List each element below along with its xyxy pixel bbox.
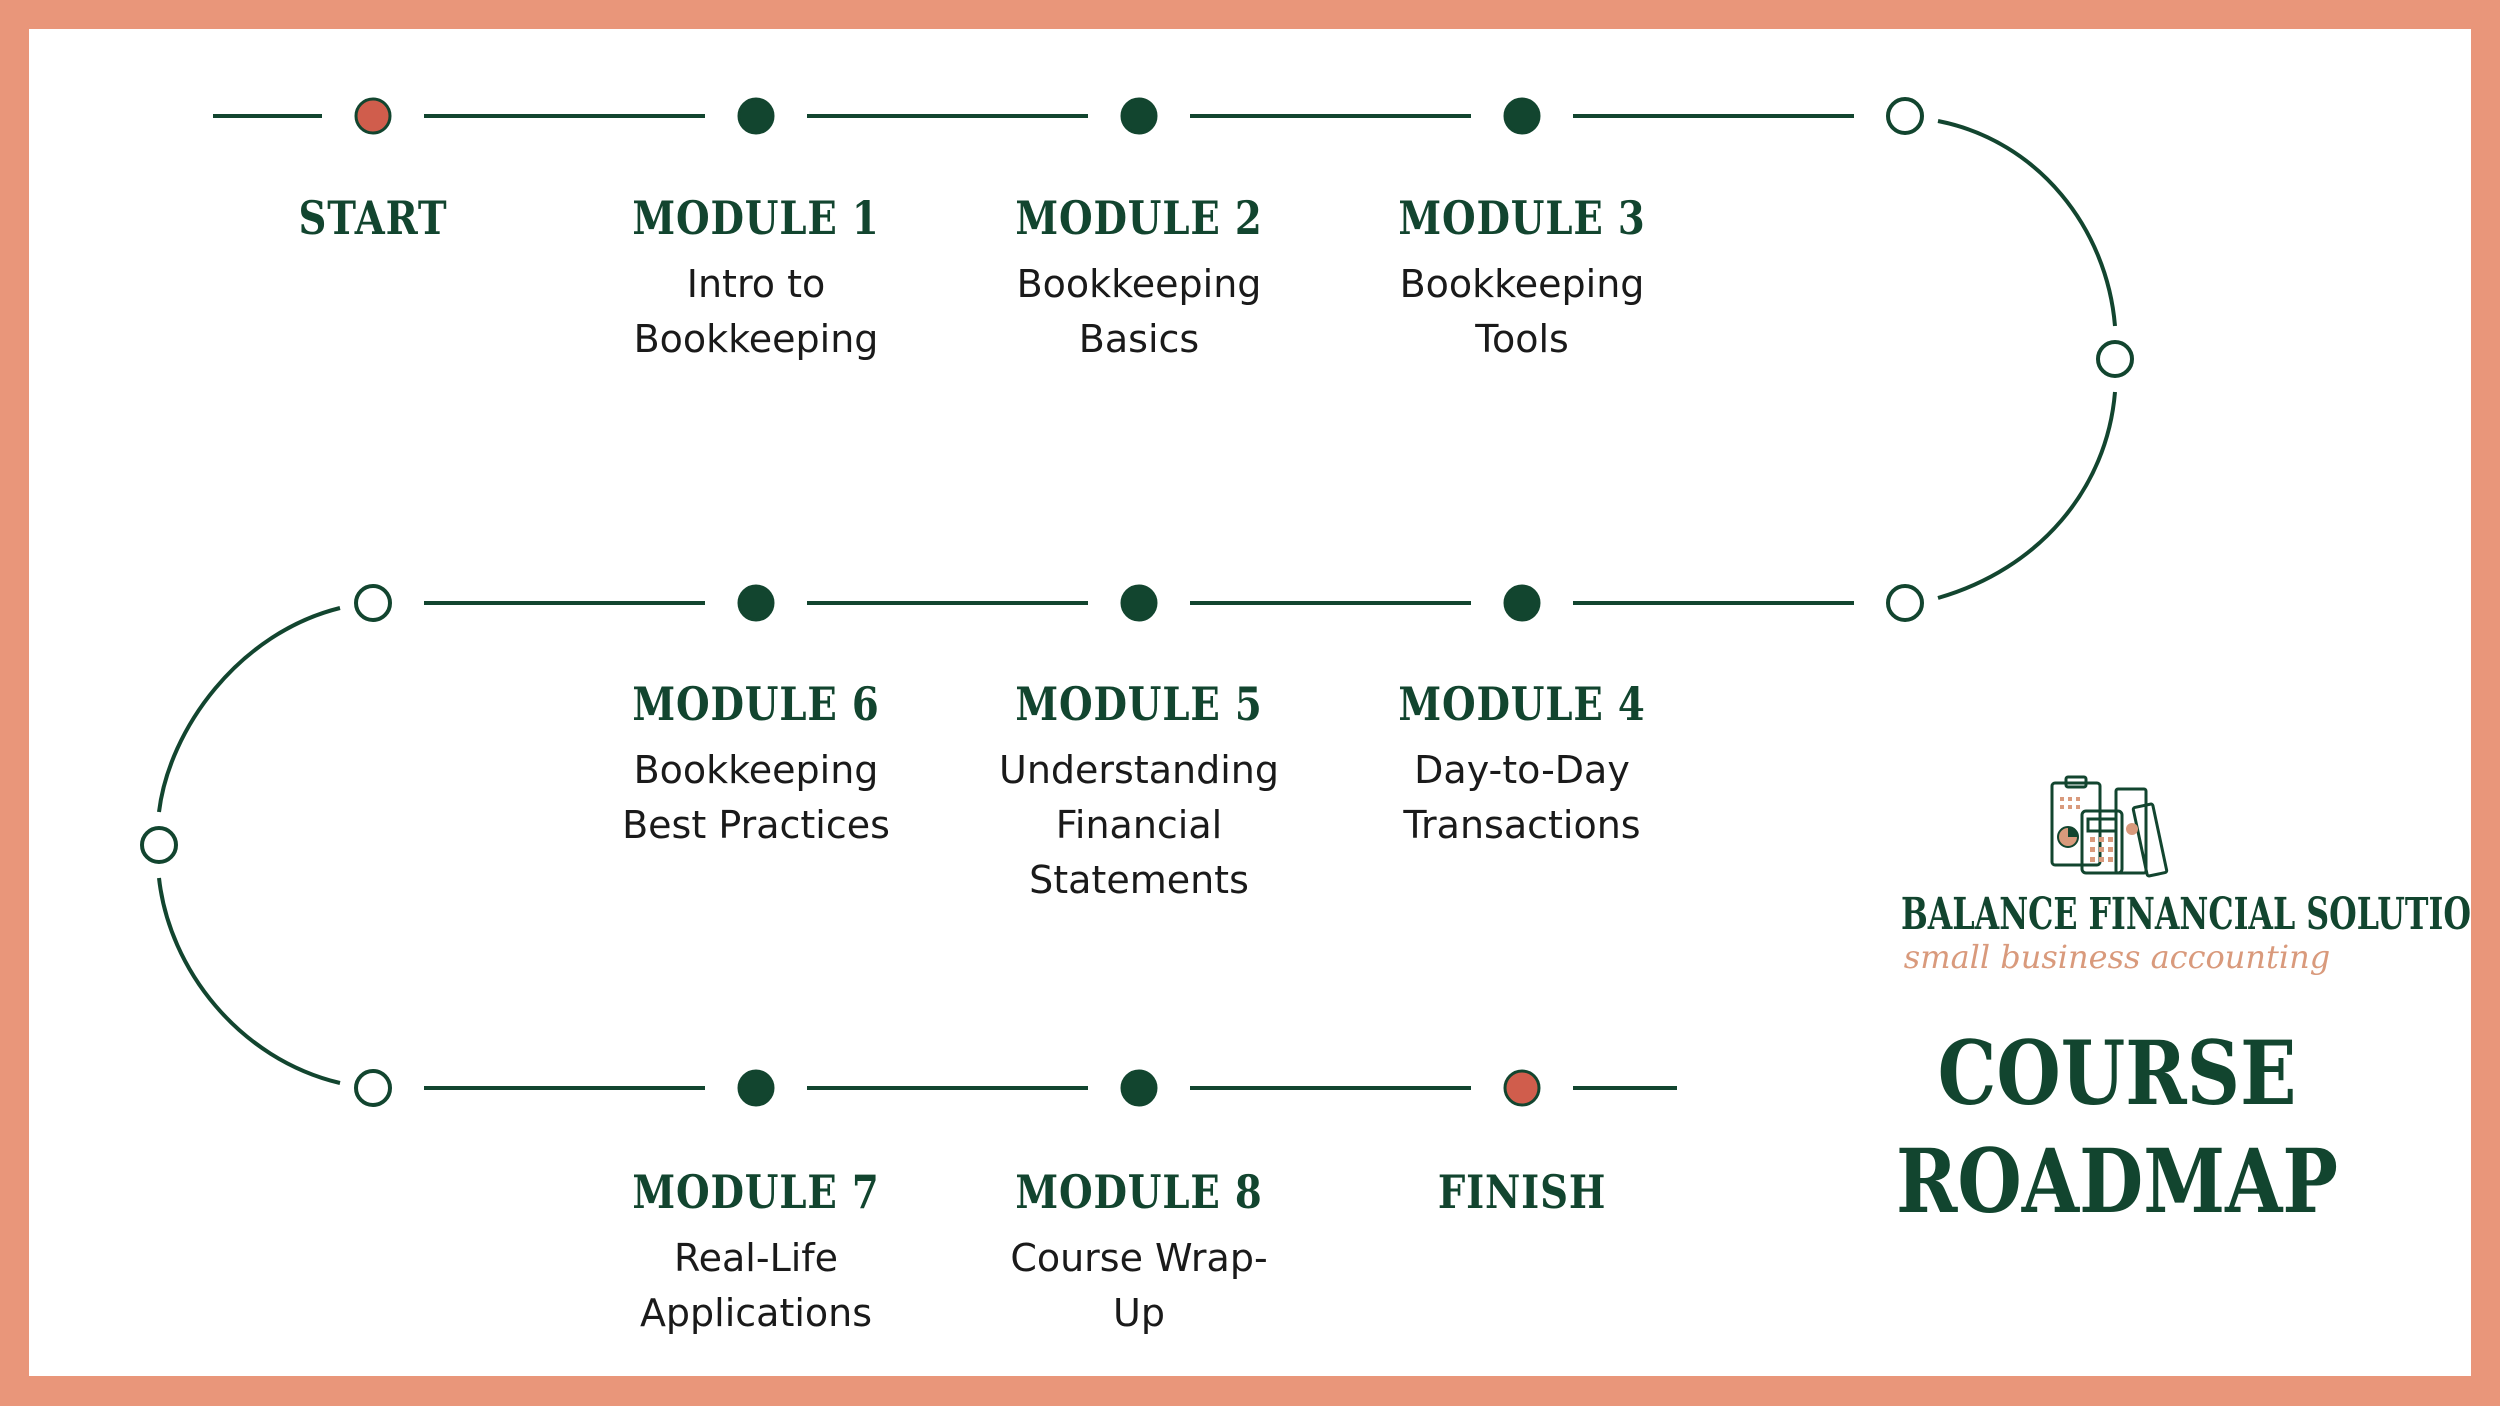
module-7-label: MODULE 7 Real-Life Applications — [536, 1165, 976, 1341]
stop-title: MODULE 3 — [1398, 191, 1646, 245]
brand-tagline: small business accounting — [1903, 938, 2331, 976]
stop-description: Day-to-Day Transactions — [1403, 748, 1641, 847]
stop-title: MODULE 7 — [632, 1165, 880, 1219]
roadmap-path-diagram — [140, 97, 2134, 1107]
accounting-documents-icon — [2050, 775, 2169, 878]
stop-title: START — [298, 191, 448, 245]
module-2-label: MODULE 2 Bookkeeping Basics — [919, 191, 1359, 367]
stop-title: MODULE 8 — [1015, 1165, 1263, 1219]
stop-description: Bookkeeping Best Practices — [622, 748, 890, 847]
stop-description: Understanding Financial Statements — [999, 748, 1279, 902]
module-7-dot — [737, 1069, 775, 1107]
module-5-dot — [1120, 584, 1158, 622]
path-curve — [157, 877, 341, 1085]
page-title: COURSE ROADMAP — [1817, 1019, 2417, 1235]
module-6-label: MODULE 6 Bookkeeping Best Practices — [536, 677, 976, 853]
waypoint-dot — [140, 826, 178, 864]
stop-description: Intro to Bookkeeping — [633, 262, 879, 361]
stop-description: Course Wrap-Up — [1010, 1236, 1268, 1335]
stop-title: MODULE 5 — [1015, 677, 1263, 731]
module-5-label: MODULE 5 Understanding Financial Statemen… — [919, 677, 1359, 908]
stop-title: FINISH — [1437, 1165, 1607, 1219]
module-4-dot — [1503, 584, 1541, 622]
path-curve — [157, 606, 341, 813]
start-dot — [354, 97, 392, 135]
stop-description: Bookkeeping Tools — [1399, 262, 1645, 361]
module-8-dot — [1120, 1069, 1158, 1107]
module-1-dot — [737, 97, 775, 135]
brand-name: BALANCE FINANCIAL SOLUTIONS — [1901, 889, 2471, 940]
stop-description: Bookkeeping Basics — [1016, 262, 1262, 361]
stop-title: MODULE 2 — [1015, 191, 1263, 245]
module-4-label: MODULE 4 Day-to-Day Transactions — [1302, 677, 1742, 853]
start-label: START — [153, 191, 593, 245]
waypoint-dot — [354, 1069, 392, 1107]
page-title-line-1: COURSE — [1937, 1021, 2297, 1125]
module-1-label: MODULE 1 Intro to Bookkeeping — [536, 191, 976, 367]
module-8-label: MODULE 8 Course Wrap-Up — [919, 1165, 1359, 1341]
finish-label: FINISH — [1302, 1165, 1742, 1219]
stop-title: MODULE 4 — [1398, 677, 1646, 731]
waypoint-dot — [2096, 340, 2134, 378]
module-3-label: MODULE 3 Bookkeeping Tools — [1302, 191, 1742, 367]
waypoint-dot — [1886, 97, 1924, 135]
path-curve — [1937, 391, 2117, 600]
module-6-dot — [737, 584, 775, 622]
module-2-dot — [1120, 97, 1158, 135]
page-title-line-2: ROADMAP — [1895, 1129, 2339, 1233]
brand-block: BALANCE FINANCIAL SOLUTIONS small busine… — [1817, 771, 2471, 976]
waypoint-dot — [1886, 584, 1924, 622]
stop-title: MODULE 6 — [632, 677, 880, 731]
stop-title: MODULE 1 — [632, 191, 880, 245]
waypoint-dot — [354, 584, 392, 622]
stop-description: Real-Life Applications — [639, 1236, 873, 1335]
module-3-dot — [1503, 97, 1541, 135]
path-curve — [1937, 119, 2117, 327]
finish-dot — [1503, 1069, 1541, 1107]
